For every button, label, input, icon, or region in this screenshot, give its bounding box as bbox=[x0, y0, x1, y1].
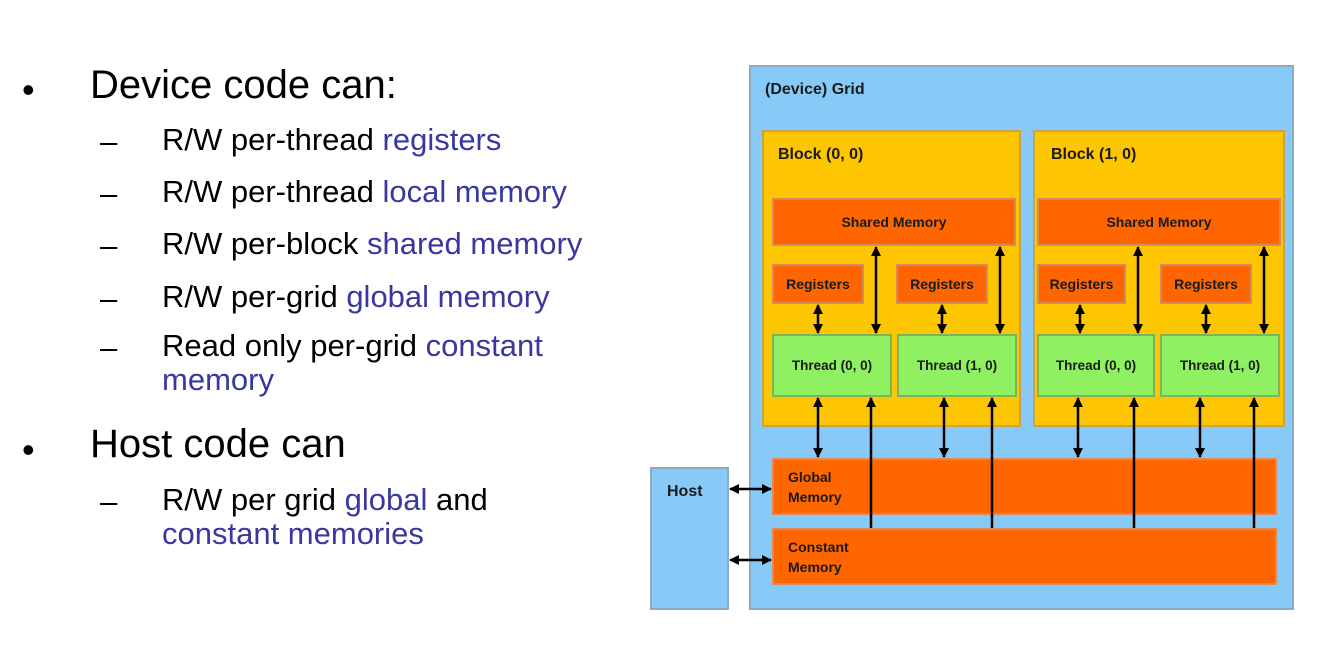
device-item-local-memory: R/W per-thread local memory bbox=[162, 174, 567, 209]
host-box: Host bbox=[650, 467, 729, 610]
host-label: Host bbox=[667, 483, 703, 500]
device-code-heading: Device code can: bbox=[90, 63, 397, 107]
global-memory: Global Memory bbox=[772, 458, 1277, 515]
registers: Registers bbox=[896, 264, 988, 304]
bullet-dot: • bbox=[22, 69, 35, 110]
device-item-registers: R/W per-thread registers bbox=[162, 122, 502, 157]
constant-memory: Constant Memory bbox=[772, 528, 1277, 585]
dash: – bbox=[100, 484, 118, 519]
device-item-global-memory: R/W per-grid global memory bbox=[162, 279, 550, 314]
registers: Registers bbox=[1037, 264, 1126, 304]
block-label: Block (0, 0) bbox=[778, 146, 864, 163]
registers: Registers bbox=[1160, 264, 1252, 304]
thread: Thread (0, 0) bbox=[772, 334, 892, 397]
global-memory-label: Global Memory bbox=[788, 468, 842, 505]
dash: – bbox=[100, 330, 118, 365]
shared-memory: Shared Memory bbox=[772, 198, 1016, 246]
block-label: Block (1, 0) bbox=[1051, 146, 1137, 163]
shared-memory: Shared Memory bbox=[1037, 198, 1281, 246]
dash: – bbox=[100, 281, 118, 316]
host-code-heading: Host code can bbox=[90, 422, 346, 466]
thread: Thread (1, 0) bbox=[897, 334, 1017, 397]
dash: – bbox=[100, 228, 118, 263]
device-item-shared-memory: R/W per-block shared memory bbox=[162, 226, 583, 261]
grid-label: (Device) Grid bbox=[765, 81, 865, 98]
bullet-dot: • bbox=[22, 429, 35, 470]
registers: Registers bbox=[772, 264, 864, 304]
dash: – bbox=[100, 124, 118, 159]
thread: Thread (1, 0) bbox=[1160, 334, 1280, 397]
constant-memory-label: Constant Memory bbox=[788, 538, 849, 575]
dash: – bbox=[100, 176, 118, 211]
thread: Thread (0, 0) bbox=[1037, 334, 1155, 397]
